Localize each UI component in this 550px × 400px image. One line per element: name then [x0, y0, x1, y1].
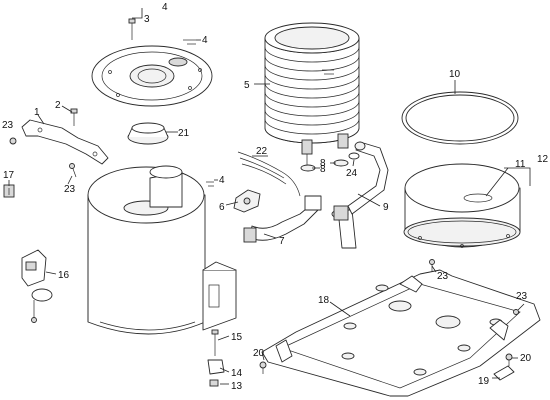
callout-4-top: 4: [162, 2, 168, 13]
callout-12: 12: [537, 154, 549, 165]
screw-mid-23: [69, 163, 77, 178]
arrow-marker-coil: [322, 69, 334, 75]
igniter: [233, 189, 261, 213]
coil-body: [264, 37, 360, 144]
callout-18: 18: [318, 295, 330, 306]
coil-winding: [264, 100, 360, 117]
callout-24: 24: [346, 168, 358, 179]
coil-fittings: [301, 133, 349, 166]
callout-17: 17: [3, 170, 15, 181]
callout-10: 10: [449, 69, 461, 80]
callout-4-cover: 4: [202, 35, 208, 46]
bolt-15: [211, 329, 219, 356]
callout-16: 16: [58, 270, 70, 281]
callout-6: 6: [219, 202, 225, 213]
callout-23-left: 23: [2, 120, 14, 131]
callout-23-base: 23: [516, 291, 528, 302]
callout-21: 21: [178, 128, 190, 139]
screw-left-23: [9, 137, 17, 145]
callout-7: 7: [279, 236, 285, 247]
heating-coil: [264, 22, 360, 144]
screw-20-right: [505, 353, 513, 366]
coil-winding: [264, 118, 360, 135]
callout-8-left: 8: [320, 164, 326, 175]
clip: [3, 184, 15, 198]
gasket-ring: [401, 91, 519, 145]
seal-8-right: [333, 159, 349, 167]
callout-4-tank: 4: [219, 175, 225, 186]
callout-9: 9: [383, 202, 389, 213]
coil-winding: [264, 82, 360, 99]
bracket-14: [207, 359, 225, 375]
callout-15: 15: [231, 332, 243, 343]
top-cover: [91, 45, 213, 107]
callout-23-mid: 23: [64, 184, 76, 195]
coil-opening: [274, 26, 350, 50]
screw-base-23: [513, 309, 519, 315]
main-tank: [87, 165, 237, 335]
nut-13: [209, 379, 219, 387]
gas-pipe: [331, 141, 389, 249]
callout-3: 3: [144, 14, 150, 25]
callout-19: 19: [478, 376, 490, 387]
callout-20-left: 20: [253, 348, 265, 359]
coil-winding: [264, 91, 360, 108]
callout-8-right: 8: [320, 158, 326, 169]
nameplate-frame: [504, 167, 531, 186]
callout-13: 13: [231, 381, 243, 392]
coil-winding: [264, 64, 360, 81]
callout-1: 1: [34, 107, 40, 118]
ignition-cable: [237, 151, 301, 197]
callout-20-right: 20: [520, 353, 532, 364]
callout-11: 11: [515, 159, 526, 170]
screw-plate-23: [429, 259, 435, 272]
callout-23-plate: 23: [437, 271, 449, 282]
callout-5: 5: [244, 80, 250, 91]
thermostat: [21, 249, 53, 323]
callout-2: 2: [55, 100, 61, 111]
mounting-bracket: [21, 119, 109, 165]
arrow-marker-tank: [206, 181, 214, 187]
coil-winding: [264, 46, 360, 63]
screw-20-left: [259, 361, 267, 374]
collar-ring: [127, 122, 169, 145]
base-plate: [261, 269, 541, 397]
burner-chamber: [403, 163, 521, 248]
callout-22: 22: [256, 146, 268, 157]
coil-winding: [264, 73, 360, 90]
coil-winding: [264, 109, 360, 126]
callout-14: 14: [231, 368, 243, 379]
burner-pipe: [243, 195, 322, 243]
nut-24: [348, 152, 360, 160]
top-screw: [128, 18, 136, 40]
coil-winding: [264, 55, 360, 72]
arrow-marker-top: [183, 39, 196, 45]
callout-labels: 1 2 3 4 4 4 5 6 7 8 8 9 10 11 12 13 14 1…: [2, 2, 549, 392]
leader-lines: [8, 8, 525, 385]
